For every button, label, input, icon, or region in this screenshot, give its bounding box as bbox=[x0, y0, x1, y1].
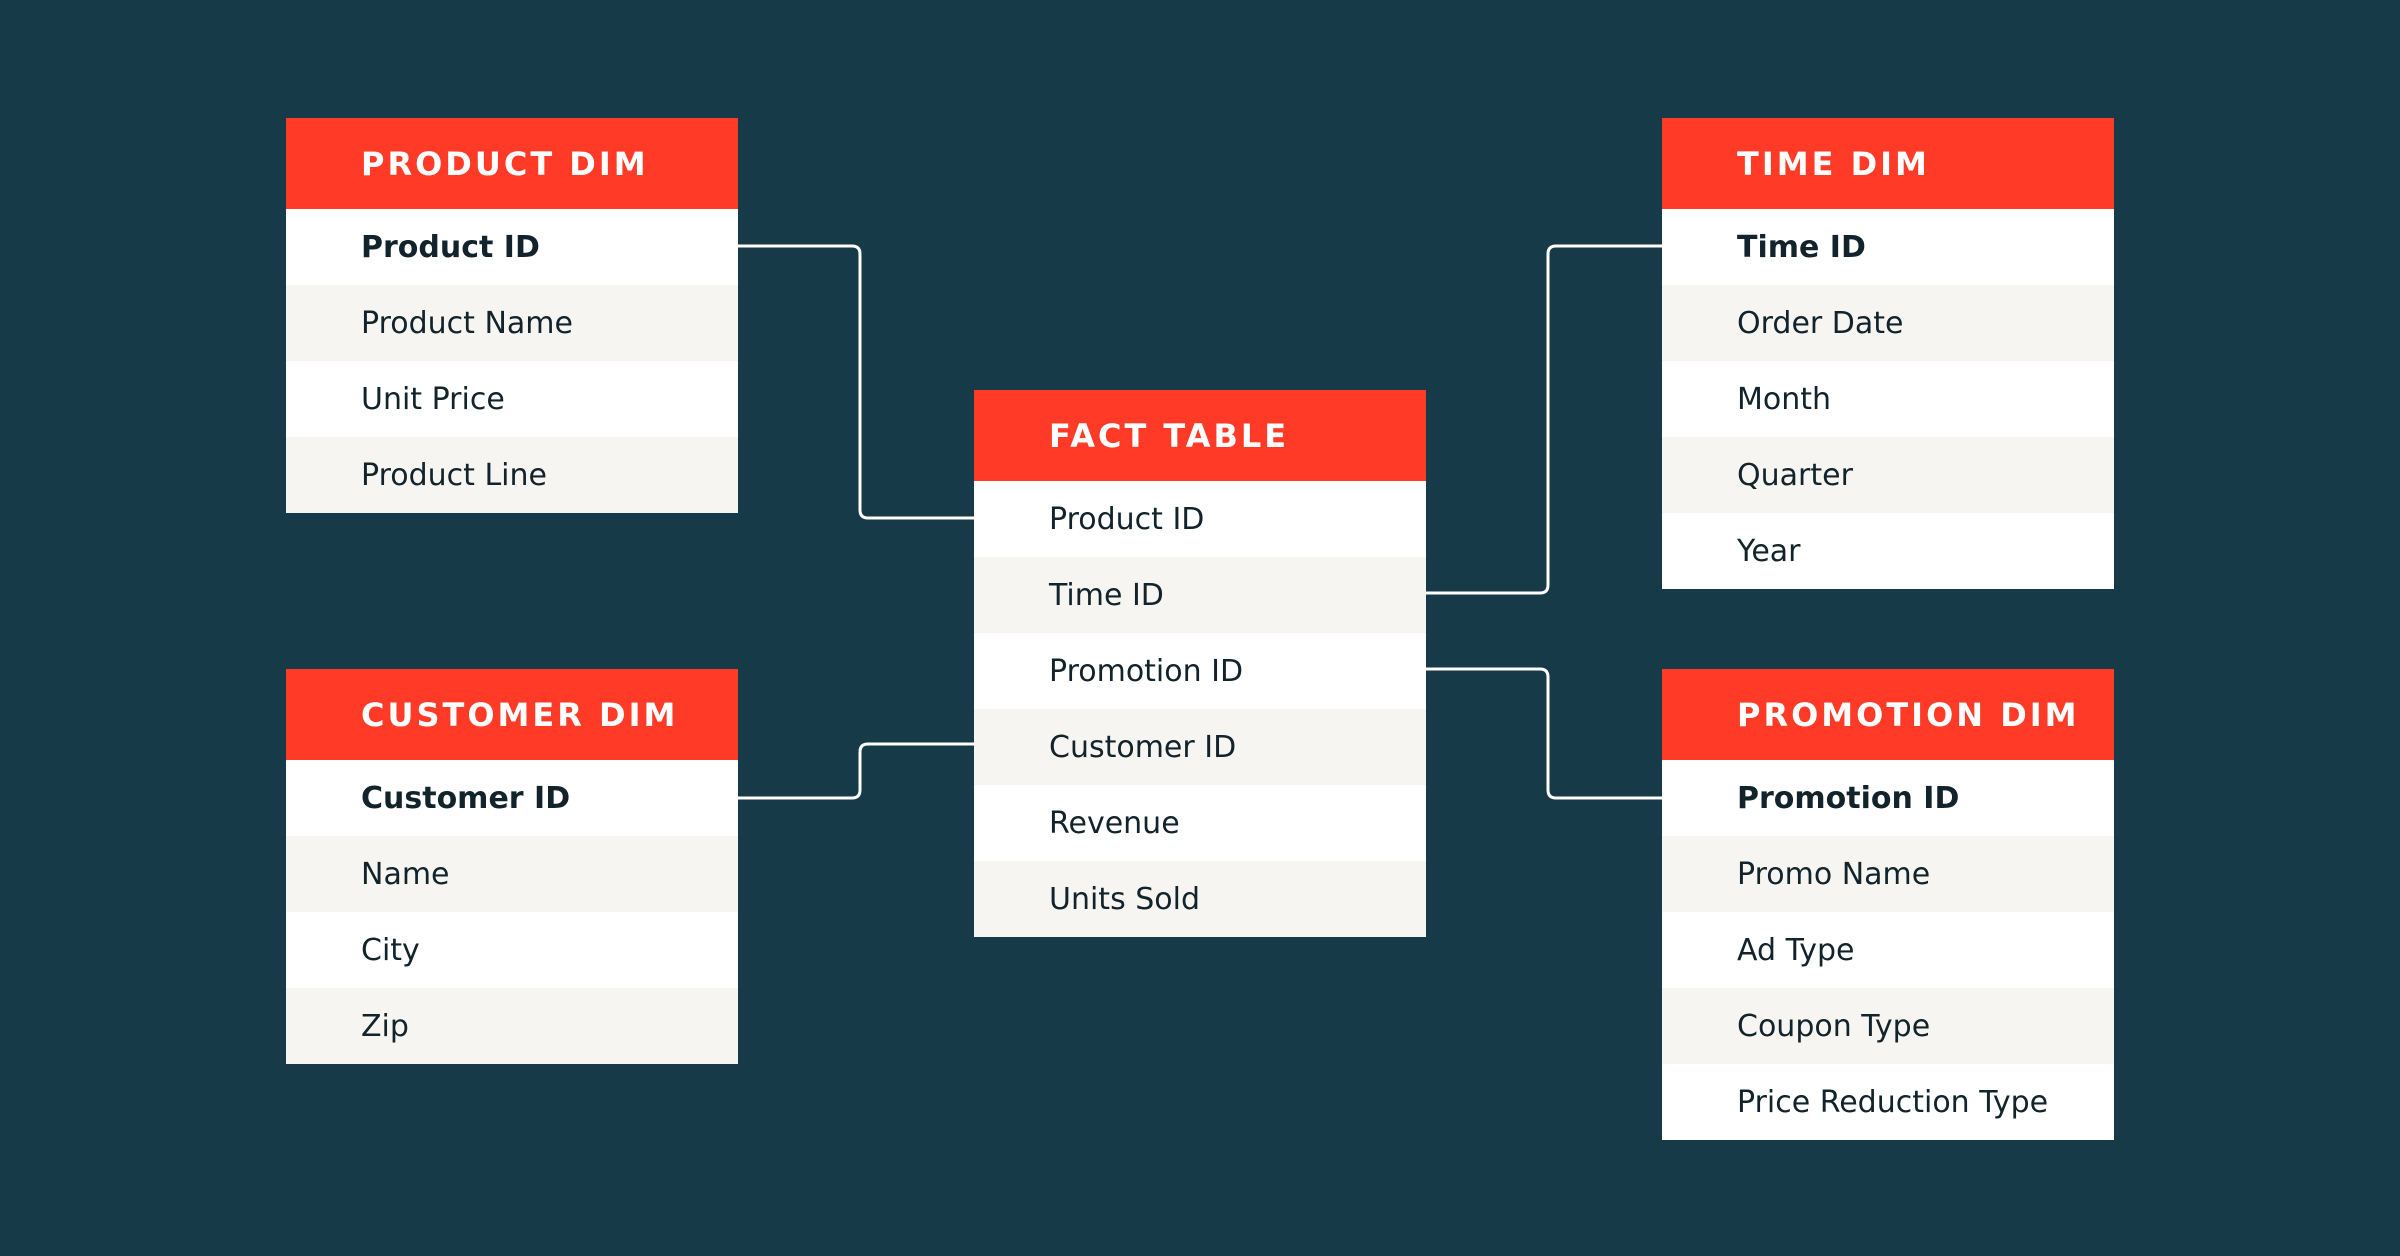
field-zip: Zip bbox=[286, 988, 738, 1064]
field-city: City bbox=[286, 912, 738, 988]
connector-customer-id bbox=[738, 742, 974, 800]
promotion-dim-table: PROMOTION DIM Promotion ID Promo Name Ad… bbox=[1662, 669, 2114, 1140]
field-promotion-id: Promotion ID bbox=[974, 633, 1426, 709]
field-product-line: Product Line bbox=[286, 437, 738, 513]
connector-time-id bbox=[1426, 244, 1662, 595]
field-revenue: Revenue bbox=[974, 785, 1426, 861]
connector-promotion-id bbox=[1426, 667, 1662, 800]
field-month: Month bbox=[1662, 361, 2114, 437]
field-unit-price: Unit Price bbox=[286, 361, 738, 437]
field-product-id: Product ID bbox=[286, 209, 738, 285]
product-dim-table: PRODUCT DIM Product ID Product Name Unit… bbox=[286, 118, 738, 513]
table-title: TIME DIM bbox=[1662, 118, 2114, 209]
table-title: PRODUCT DIM bbox=[286, 118, 738, 209]
field-time-id: Time ID bbox=[974, 557, 1426, 633]
table-title: FACT TABLE bbox=[974, 390, 1426, 481]
field-promotion-id: Promotion ID bbox=[1662, 760, 2114, 836]
field-time-id: Time ID bbox=[1662, 209, 2114, 285]
field-customer-id: Customer ID bbox=[974, 709, 1426, 785]
field-order-date: Order Date bbox=[1662, 285, 2114, 361]
field-price-reduction-type: Price Reduction Type bbox=[1662, 1064, 2114, 1140]
time-dim-table: TIME DIM Time ID Order Date Month Quarte… bbox=[1662, 118, 2114, 589]
field-product-id: Product ID bbox=[974, 481, 1426, 557]
connector-product-id bbox=[738, 244, 974, 520]
table-title: CUSTOMER DIM bbox=[286, 669, 738, 760]
field-units-sold: Units Sold bbox=[974, 861, 1426, 937]
field-year: Year bbox=[1662, 513, 2114, 589]
field-ad-type: Ad Type bbox=[1662, 912, 2114, 988]
table-title: PROMOTION DIM bbox=[1662, 669, 2114, 760]
field-promo-name: Promo Name bbox=[1662, 836, 2114, 912]
field-quarter: Quarter bbox=[1662, 437, 2114, 513]
field-name: Name bbox=[286, 836, 738, 912]
customer-dim-table: CUSTOMER DIM Customer ID Name City Zip bbox=[286, 669, 738, 1064]
fact-table: FACT TABLE Product ID Time ID Promotion … bbox=[974, 390, 1426, 937]
field-product-name: Product Name bbox=[286, 285, 738, 361]
field-customer-id: Customer ID bbox=[286, 760, 738, 836]
field-coupon-type: Coupon Type bbox=[1662, 988, 2114, 1064]
